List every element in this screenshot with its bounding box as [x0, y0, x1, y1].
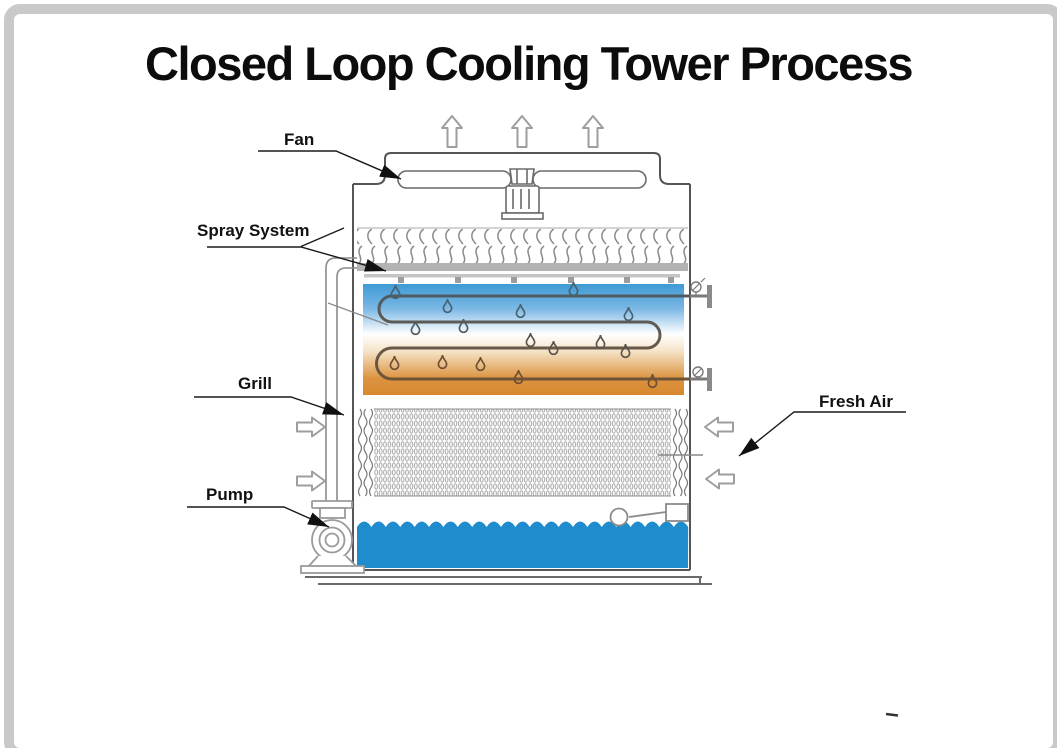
pipe-flange [707, 368, 712, 391]
coil-tube [375, 294, 702, 381]
label-pump: Pump [206, 485, 254, 504]
page-title: Closed Loop Cooling Tower Process [145, 37, 914, 90]
fresh-air-leader [738, 411, 906, 457]
label-fresh-air: Fresh Air [819, 392, 894, 411]
label-grill: Grill [238, 374, 273, 393]
air-in-arrow-icons-right [704, 416, 735, 490]
air-out-arrow-icon [582, 115, 604, 148]
air-in-arrow-icon [705, 468, 735, 490]
riser-pipe [325, 257, 357, 503]
air-in-arrow-icon [296, 470, 326, 492]
float-valve [609, 503, 689, 527]
grill-leader [194, 396, 345, 416]
pump-icon [300, 500, 365, 574]
spray-nozzle [455, 277, 461, 283]
air-in-arrow-icon [296, 416, 326, 438]
leader-lines [187, 150, 906, 528]
spray-nozzle [568, 277, 574, 283]
spray-nozzle [668, 277, 674, 283]
label-fan: Fan [284, 130, 315, 149]
spray-nozzle [511, 277, 517, 283]
stray-marks [327, 302, 899, 717]
basin-water [357, 521, 689, 568]
pipe-flange [707, 285, 712, 308]
air-out-arrow-icons [441, 115, 604, 148]
air-out-arrow-icon [511, 115, 533, 148]
air-in-arrow-icon [704, 416, 734, 438]
coil-outlet-connection [690, 366, 712, 391]
spray-nozzle [398, 277, 404, 283]
fan-icon [397, 168, 647, 189]
spray-nozzle [624, 277, 630, 283]
label-spray-system: Spray System [197, 221, 310, 240]
spray-header [357, 263, 688, 283]
coil-temperature-zone [363, 284, 684, 395]
fan-motor [501, 185, 544, 220]
drift-eliminator [357, 227, 688, 264]
air-in-arrow-icons-left [296, 416, 326, 492]
tower-shell [352, 152, 691, 571]
grill-fill-mesh [357, 408, 703, 497]
base-frame [305, 576, 712, 585]
pump-leader [187, 506, 330, 528]
fan-leader [258, 150, 402, 180]
spray-system-leader [207, 227, 386, 271]
air-out-arrow-icon [441, 115, 463, 148]
coil-inlet-connection [690, 277, 712, 308]
